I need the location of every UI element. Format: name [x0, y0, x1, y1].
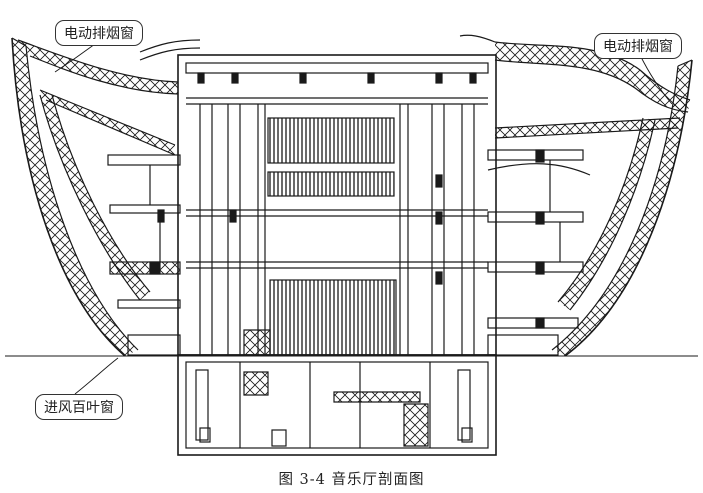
figure-caption: 图 3-4 音乐厅剖面图	[278, 472, 425, 488]
left-wing-floors	[107, 154, 181, 356]
central-tower	[157, 54, 497, 356]
smoke-window-label-right: 电动排烟窗	[594, 33, 682, 59]
left-shell	[11, 37, 201, 357]
smoke-window-label-left: 电动排烟窗	[55, 20, 143, 46]
basement	[177, 354, 497, 456]
right-shell	[459, 34, 693, 357]
right-wing-floors	[487, 149, 591, 356]
leader-lines	[54, 43, 673, 395]
louver-window-label: 进风百叶窗	[35, 394, 123, 420]
